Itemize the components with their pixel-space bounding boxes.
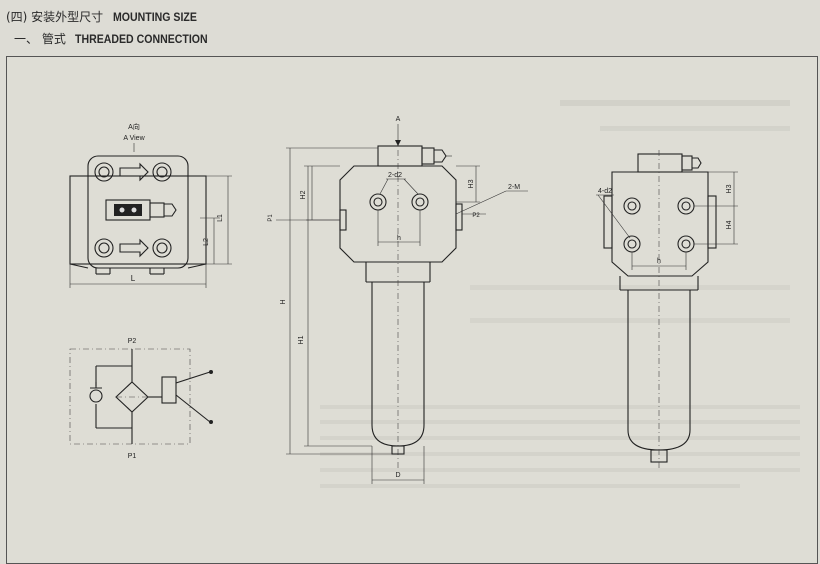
schematic-port-p1: P1 — [128, 453, 137, 460]
dim-H1-label: H1 — [298, 335, 305, 344]
side-indicator — [637, 153, 683, 173]
front-view: A H — [268, 116, 528, 484]
view-arrow-A: A — [396, 116, 401, 123]
dim-L2-label: L2 — [203, 238, 210, 246]
bleed-through-texture — [320, 100, 800, 488]
bypass-valve-symbol — [89, 389, 103, 403]
side-dim-h-label: h — [657, 258, 661, 265]
dim-2M-label: 2-M — [508, 184, 520, 191]
indicator-switch-symbol — [161, 376, 177, 404]
dim-L-label: L — [131, 274, 136, 283]
top-view: A向 A View — [69, 122, 232, 288]
a-view-label-cn: A向 — [128, 122, 140, 131]
drawing-frame — [6, 56, 818, 564]
side-view: 4-d2 H3 H4 h — [596, 150, 738, 470]
subsection-title-cn: 一、 管式 — [14, 32, 66, 46]
front-dim-h-label: h — [397, 235, 401, 242]
section-title-en: MOUNTING SIZE — [112, 10, 197, 24]
subsection-title-en: THREADED CONNECTION — [75, 32, 208, 46]
section-heading: (四) 安装外型尺寸 MOUNTING SIZE — [6, 8, 208, 25]
dim-H-label: H — [280, 299, 287, 304]
dim-H2-label: H2 — [300, 190, 307, 199]
schematic-port-p2: P2 — [128, 338, 137, 345]
front-port-label-left: P1 — [268, 214, 274, 222]
dim-H4-label: H4 — [726, 220, 733, 229]
dim-2d2-label: 2-d2 — [388, 172, 402, 179]
dim-D-label: D — [395, 472, 400, 479]
hydraulic-schematic: P2 P1 — [69, 338, 213, 460]
section-title-cn: (四) 安装外型尺寸 — [6, 10, 104, 24]
dim-L1-label: L1 — [217, 214, 224, 222]
a-view-label-en: A View — [123, 135, 145, 142]
dim-4d2-label: 4-d2 — [598, 188, 612, 195]
subsection-heading: 一、 管式 THREADED CONNECTION — [14, 30, 226, 47]
top-head-outline — [87, 155, 189, 269]
indicator-window — [114, 204, 142, 216]
front-port-label-right: P2 — [472, 213, 480, 219]
front-head — [339, 165, 457, 263]
front-drain-plug — [391, 445, 405, 455]
dim-H3-label: H3 — [468, 179, 475, 188]
side-dim-H3-label: H3 — [726, 184, 733, 193]
front-indicator — [377, 145, 423, 167]
